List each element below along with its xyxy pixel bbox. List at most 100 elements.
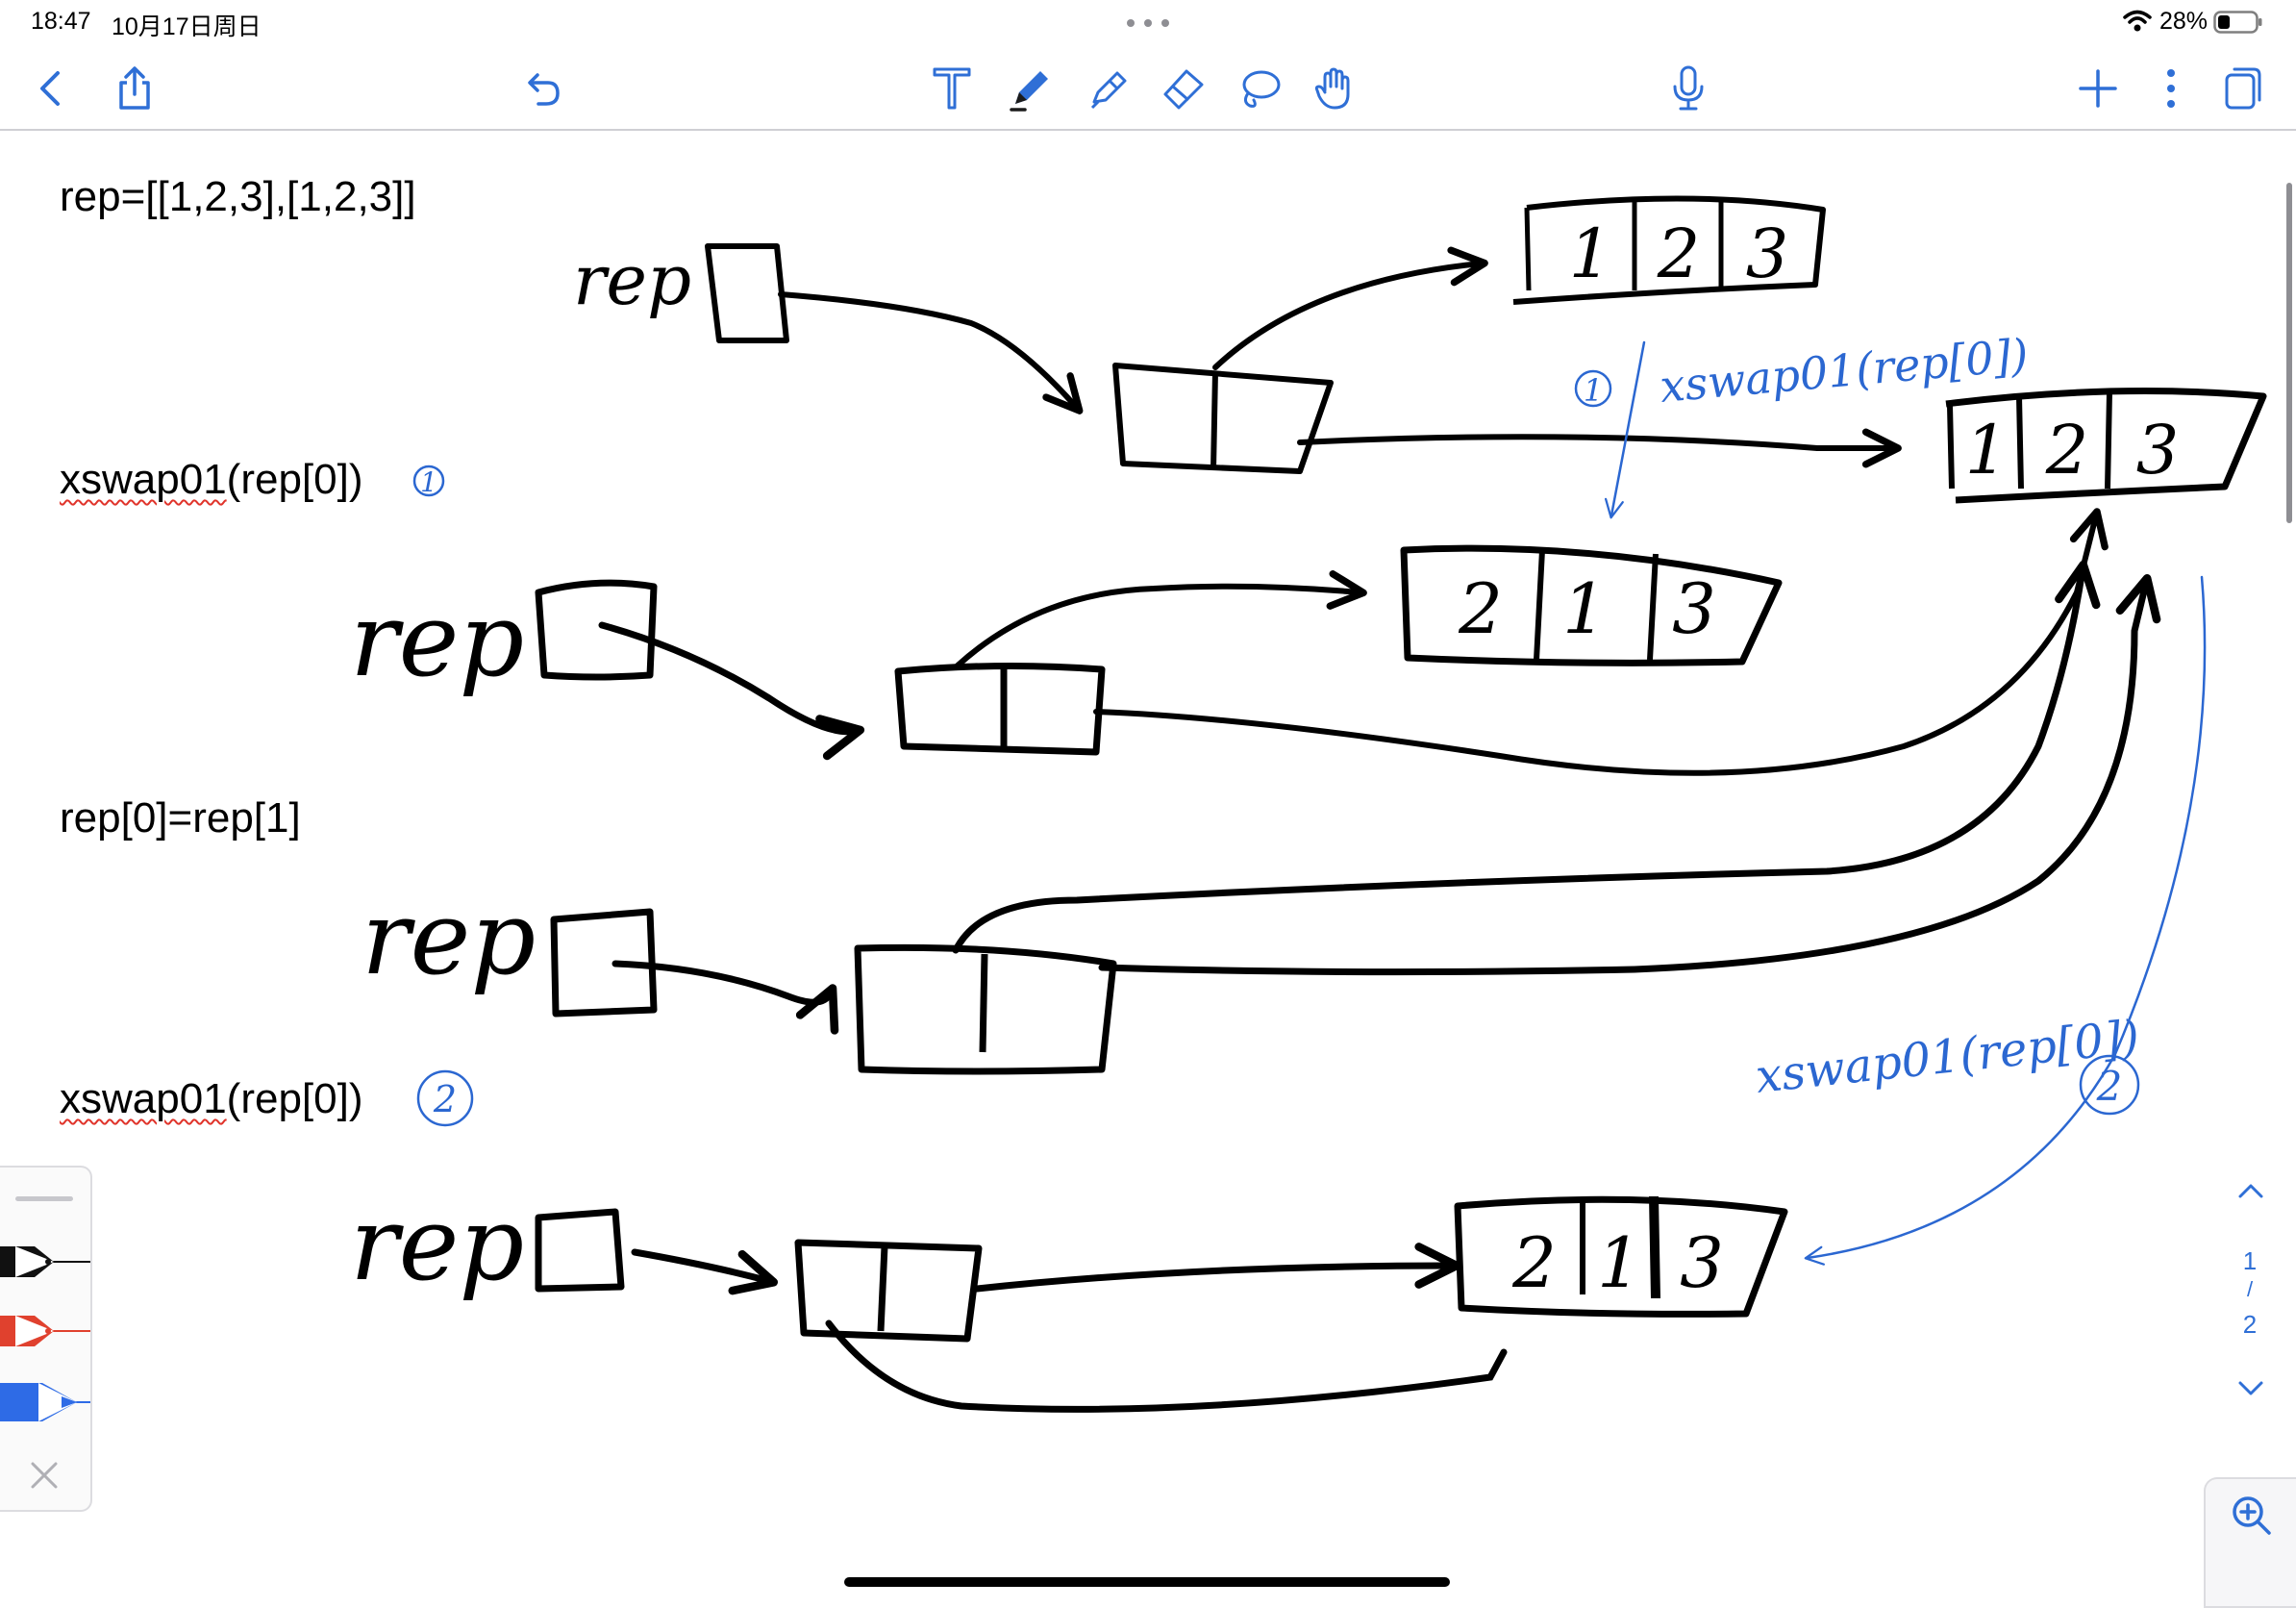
after-swap-1-elem-1: 1: [1562, 568, 1607, 649]
code-line-2-arg: (rep[0]): [226, 456, 363, 503]
page-up-icon[interactable]: [2236, 1181, 2265, 1200]
pen-black-icon[interactable]: [0, 1241, 90, 1283]
palette-drag-handle[interactable]: [15, 1196, 73, 1201]
more-icon: [2167, 69, 2175, 108]
close-palette-icon[interactable]: [29, 1460, 60, 1491]
rep-arrow-1: [778, 291, 1084, 415]
after-swap-2-elem-1: 1: [1597, 1222, 1641, 1303]
outer4-slot0-arrow: [825, 1319, 1508, 1413]
after-swap-1-elem-0: 2: [1458, 568, 1503, 649]
outer2-slot1-arrow: [1093, 508, 2109, 776]
outer1-slot1-arrow: [1297, 428, 1902, 468]
pen-palette: [0, 1166, 92, 1512]
outer-list-3: [854, 943, 1117, 1075]
annotation-2: xswap01(rep[0]) 2: [1753, 575, 2207, 1266]
rep-label-4: rep: [350, 1185, 524, 1303]
pages-button[interactable]: [2211, 58, 2273, 119]
blue-marker-2: 2: [416, 1069, 474, 1127]
zoom-in-icon: [2233, 1496, 2271, 1535]
inner-list-top-second: 1 2 3: [1945, 388, 2267, 504]
top-first-elem-2: 3: [1746, 214, 1789, 293]
status-time: 18:47: [31, 8, 91, 35]
pen-red-icon[interactable]: [0, 1310, 90, 1352]
back-button[interactable]: [21, 58, 83, 119]
outer-list-4: [794, 1239, 983, 1343]
blue-marker-1: 1: [412, 465, 445, 498]
zoom-button[interactable]: [2204, 1477, 2296, 1608]
annotation-1-marker: 1: [1584, 372, 1603, 409]
multitasking-dots-icon[interactable]: [1125, 17, 1171, 29]
rep-variable-box-4: [535, 1208, 625, 1293]
eraser-tool-button[interactable]: [1152, 58, 1213, 119]
page-down-icon[interactable]: [2236, 1379, 2265, 1398]
undo-icon: [528, 73, 560, 106]
blue-marker-2-text: 2: [433, 1078, 457, 1120]
rep-arrow-2: [598, 621, 865, 761]
microphone-icon: [1673, 65, 1704, 111]
rep-variable-box-1: [705, 243, 789, 343]
pages-icon: [2225, 67, 2261, 110]
annotation-1: 1 xswap01(rep[0]): [1574, 329, 2031, 519]
highlighter-tool-button[interactable]: [1077, 58, 1138, 119]
rep-label-3: rep: [362, 879, 536, 997]
after-swap-2-elem-0: 2: [1511, 1222, 1557, 1303]
lasso-tool-icon: [1242, 70, 1281, 108]
share-icon: [119, 66, 150, 110]
status-date: 10月17日周日: [112, 13, 262, 40]
more-button[interactable]: [2140, 58, 2202, 119]
home-indicator[interactable]: [844, 1577, 1450, 1587]
rep-arrow-3: [611, 960, 839, 1035]
hand-tool-icon: [1314, 67, 1350, 110]
battery-icon: [2213, 11, 2262, 34]
text-tool-button[interactable]: [921, 58, 983, 119]
after-swap-2-elem-2: 3: [1680, 1222, 1724, 1303]
microphone-button[interactable]: [1658, 58, 1719, 119]
undo-button[interactable]: [512, 58, 573, 119]
note-canvas[interactable]: rep=[[1,2,3],[1,2,3]] xswap01(rep[0]) re…: [0, 131, 2296, 1604]
annotation-2-marker: 2: [2096, 1063, 2123, 1110]
pen-tool-button[interactable]: [1000, 58, 1061, 119]
rep-variable-box-3: [550, 908, 658, 1018]
code-line-2-func: xswap01: [60, 456, 227, 503]
annotation-2-text: xswap01(rep[0]): [1753, 1010, 2141, 1104]
outer3-slot0-arrow: [952, 560, 2101, 954]
outer-list-1: [1112, 363, 1334, 474]
outer3-slot1-arrow: [1098, 573, 2161, 976]
highlighter-tool-icon: [1090, 71, 1127, 110]
scroll-thumb[interactable]: [2286, 183, 2292, 523]
rep-label-2: rep: [350, 581, 524, 699]
code-line-4: xswap01(rep[0]): [60, 1075, 363, 1123]
wifi-icon: [2123, 10, 2152, 32]
lasso-tool-button[interactable]: [1229, 58, 1290, 119]
add-page-button[interactable]: [2067, 58, 2129, 119]
code-line-2: xswap01(rep[0]): [60, 456, 363, 504]
top-second-elem-0: 1: [1965, 411, 2009, 490]
outer-list-2: [894, 662, 1106, 756]
share-button[interactable]: [104, 58, 165, 119]
back-chevron-icon: [40, 71, 60, 106]
top-first-elem-0: 1: [1569, 214, 1612, 293]
toolbar: [0, 46, 2296, 129]
page-navigator: 1 / 2: [2215, 1173, 2284, 1414]
code-line-4-func: xswap01: [60, 1075, 227, 1122]
page-current: 1: [2242, 1246, 2258, 1275]
inner-list-after-swap-1: 2 1 3: [1400, 544, 1783, 666]
ink-layer: 1 2 rep 1 2 3 1 2 3: [350, 195, 2267, 1413]
pen-blue-icon[interactable]: [0, 1379, 90, 1425]
blue-marker-1-text: 1: [420, 466, 437, 498]
after-swap-1-elem-2: 3: [1672, 568, 1716, 649]
inner-list-after-swap-2: 2 1 3: [1454, 1195, 1788, 1318]
code-line-4-arg: (rep[0]): [226, 1075, 363, 1122]
eraser-tool-icon: [1163, 69, 1204, 110]
page-total: 2: [2242, 1310, 2258, 1339]
outer1-slot0-arrow: [1212, 246, 1488, 370]
page-separator: /: [2246, 1277, 2254, 1301]
inner-list-top-first: 1 2 3: [1512, 195, 1826, 305]
status-bar: 18:47 10月17日周日 28%: [0, 0, 2296, 46]
toolbar-divider: [0, 129, 2296, 131]
rep-variable-box-2: [535, 579, 658, 681]
add-page-icon: [2079, 69, 2117, 108]
pen-tool-icon: [1010, 71, 1048, 112]
rep-arrow-4: [631, 1248, 779, 1295]
hand-tool-button[interactable]: [1304, 58, 1365, 119]
